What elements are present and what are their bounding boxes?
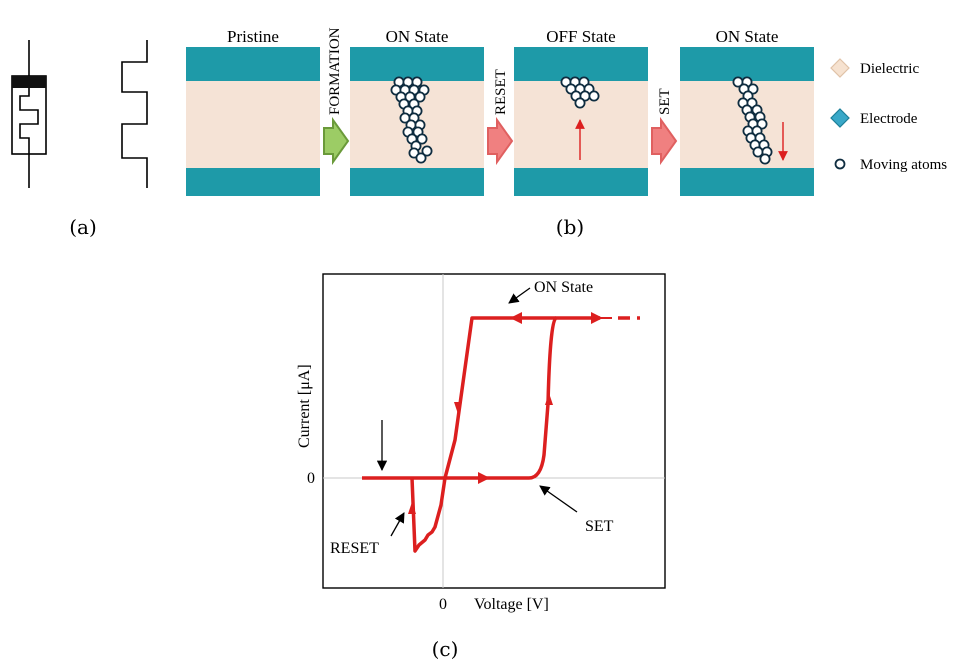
atom-filament [390, 76, 433, 164]
cell-pristine [186, 47, 320, 196]
state-title-off: OFF State [546, 27, 615, 46]
iv-chart: ON State SET RESET 0 0 Voltage [V] Curre… [296, 273, 666, 613]
transition-label-set: SET [657, 88, 673, 115]
top-electrode [186, 47, 320, 81]
transition-label-formation: FORMATION [327, 27, 343, 115]
direction-arrow-icon [545, 393, 553, 405]
direction-arrow-icon [591, 312, 603, 324]
y-zero-label: 0 [307, 470, 315, 487]
memristor-alt-symbol [121, 40, 148, 188]
bottom-electrode [350, 168, 484, 196]
top-electrode [514, 47, 648, 81]
state-title-pristine: Pristine [227, 27, 279, 46]
panel-label-a: (a) [69, 215, 97, 239]
atom-icon [416, 133, 428, 145]
on-state-pointer-icon [508, 287, 531, 304]
legend-label-atoms: Moving atoms [860, 157, 947, 173]
formation-arrow-icon [323, 116, 350, 166]
direction-arrow-icon [408, 502, 416, 514]
dielectric-legend-icon [830, 58, 850, 78]
direction-arrow-icon [454, 402, 462, 414]
annotation-on-state: ON State [534, 279, 593, 296]
cell-off-state [514, 47, 648, 196]
transition-label-reset: RESET [493, 69, 509, 115]
annotation-reset: RESET [330, 540, 379, 557]
legend: Dielectric Electrode Moving atoms [830, 58, 947, 173]
top-electrode [680, 47, 814, 81]
reset-arrow-icon [487, 116, 514, 166]
atom-filament [732, 76, 773, 165]
atom-legend-icon [834, 158, 846, 170]
reset-pointer-icon [390, 512, 405, 537]
atom-icon [759, 153, 771, 165]
dielectric-layer [186, 81, 320, 168]
set-arrow-icon [651, 116, 678, 166]
y-axis-label: Current [μA] [296, 364, 313, 448]
atom-icon [588, 90, 600, 102]
direction-arrow-icon [478, 472, 490, 484]
direction-arrow-icon [510, 312, 522, 324]
cell-on-state-2 [680, 47, 814, 196]
atom-icon [415, 152, 427, 164]
bottom-electrode [186, 168, 320, 196]
memristor-symbol [11, 40, 47, 188]
cell-on-state [350, 47, 484, 196]
panel-label-b: (b) [556, 215, 584, 239]
panel-label-c: (c) [432, 637, 459, 661]
plot-frame [322, 273, 666, 589]
bottom-electrode [680, 168, 814, 196]
polarity-bar [12, 76, 46, 88]
bottom-electrode [514, 168, 648, 196]
x-axis-label: Voltage [V] [474, 596, 549, 613]
atom-cluster [560, 76, 600, 109]
atom-icon [421, 145, 433, 157]
reset-branch [410, 316, 556, 553]
top-electrode [350, 47, 484, 81]
legend-label-electrode: Electrode [860, 111, 918, 127]
atom-icon [574, 97, 586, 109]
legend-label-dielectric: Dielectric [860, 61, 919, 77]
state-title-on: ON State [386, 27, 449, 46]
electrode-legend-icon [830, 108, 850, 128]
annotation-set: SET [585, 518, 614, 535]
set-pointer-icon [539, 485, 578, 513]
state-title-on-2: ON State [716, 27, 779, 46]
atom-icon [414, 91, 426, 103]
x-zero-label: 0 [439, 596, 447, 613]
